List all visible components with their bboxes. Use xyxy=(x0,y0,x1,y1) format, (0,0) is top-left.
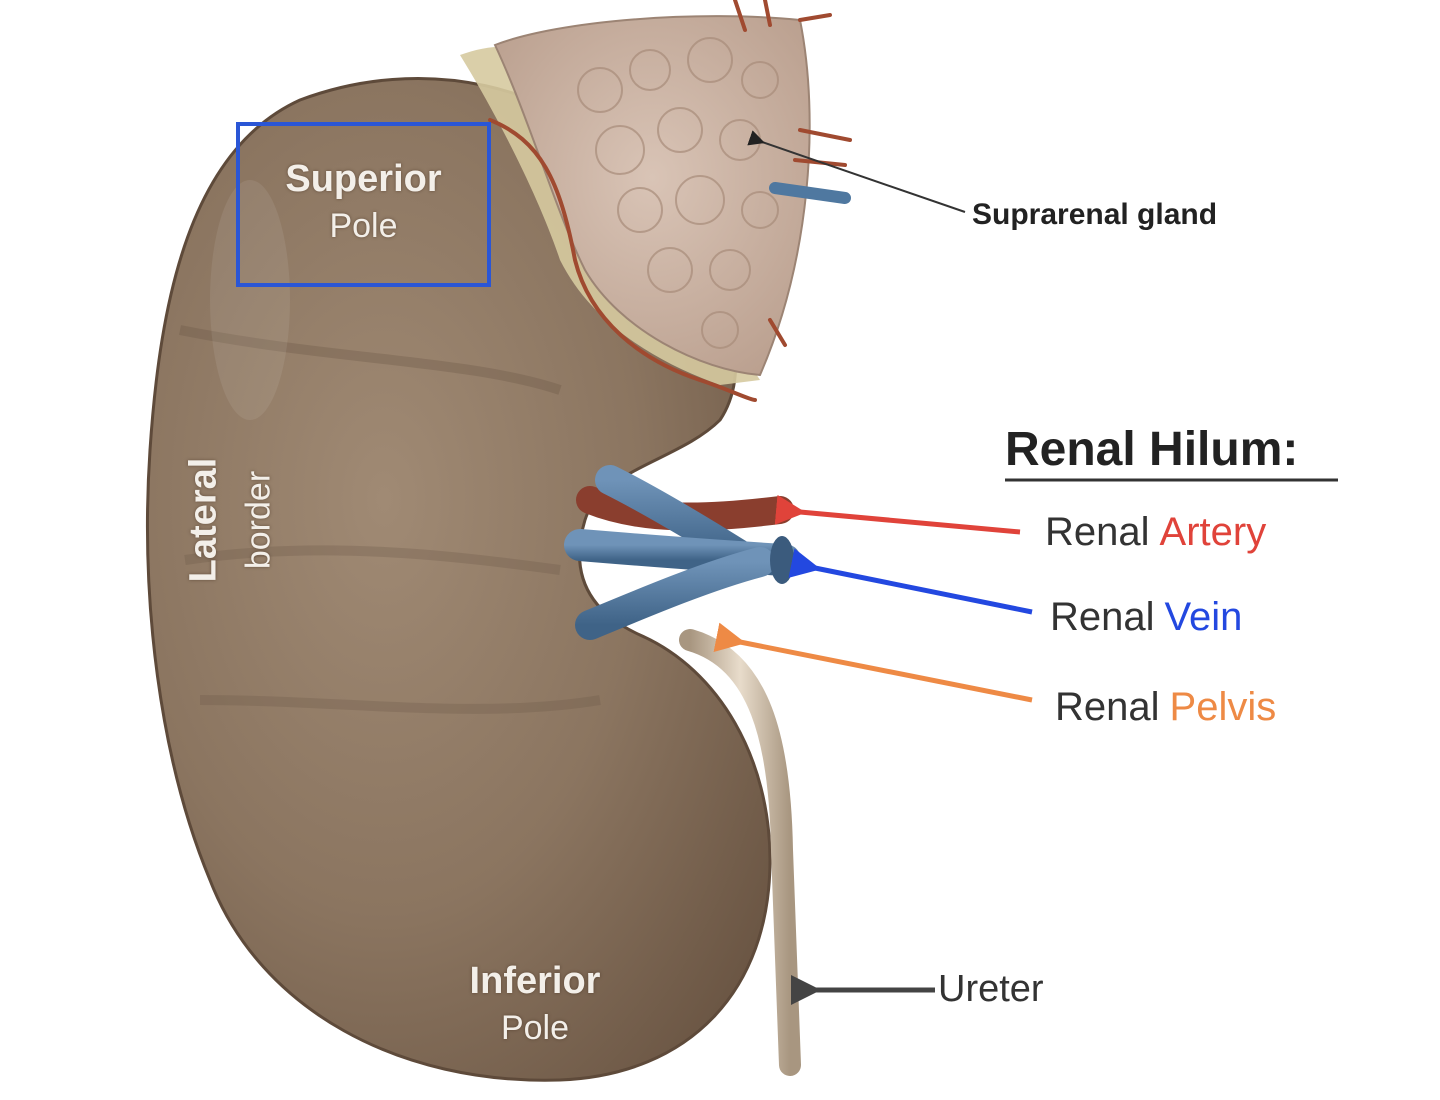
artery-arrow xyxy=(774,494,1021,535)
gland-texture xyxy=(577,37,779,349)
renal-vein-opening xyxy=(770,536,794,584)
suprarenal-gland-label: Suprarenal gland xyxy=(972,198,1218,231)
kidney-lobe-shading xyxy=(199,695,601,714)
inferior-pole-label: Inferior Pole xyxy=(420,960,650,1048)
hilum-item-vein-name: Vein xyxy=(1164,595,1243,639)
suprarenal-vein-stub xyxy=(769,182,851,204)
pelvis-arrow xyxy=(713,622,1033,703)
ureter-label: Ureter xyxy=(938,968,1044,1010)
lateral-border-line2: border xyxy=(234,455,284,585)
hilum-item-artery-prefix: Renal xyxy=(1045,510,1150,554)
hilum-heading: Renal Hilum: xyxy=(1005,423,1299,476)
superior-pole-label: Superior Pole xyxy=(248,158,479,246)
hilum-item-vein-prefix: Renal xyxy=(1050,595,1155,639)
lateral-border-text2: border xyxy=(239,470,278,570)
inferior-pole-label-line2: Pole xyxy=(500,1009,570,1047)
suprarenal-gland-pointer xyxy=(747,130,966,213)
hilum-item-pelvis-name: Pelvis xyxy=(1169,685,1277,729)
superior-pole-label-line1: Superior xyxy=(285,158,442,200)
hilum-item-pelvis-prefix: Renal xyxy=(1055,685,1160,729)
superior-pole-box xyxy=(236,122,491,287)
lateral-border-text1: Lateral xyxy=(182,457,225,583)
vein-arrow xyxy=(788,548,1033,615)
lateral-border-line1: Lateral xyxy=(179,455,229,585)
kidney-lobe-shading xyxy=(179,325,562,395)
kidney-highlight xyxy=(210,180,290,420)
superior-pole-label-line2: Pole xyxy=(329,207,398,245)
hilum-item-artery-name: Artery xyxy=(1159,510,1267,554)
kidney-lobe-shading xyxy=(184,545,561,575)
inferior-pole-label-line1: Inferior xyxy=(469,960,601,1002)
renal-vein-branch-lower xyxy=(575,547,775,640)
